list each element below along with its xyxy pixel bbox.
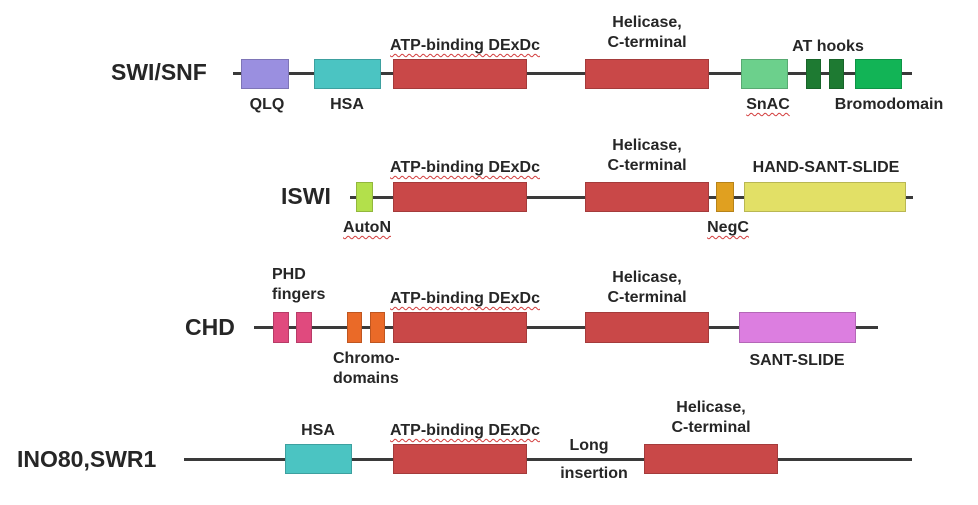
protein-backbone bbox=[254, 326, 878, 329]
helicase-label: Helicase, C-terminal bbox=[607, 269, 687, 306]
hand-sant-slide-domain bbox=[744, 182, 906, 212]
bromodomain-label: Bromodomain bbox=[834, 96, 944, 113]
long-insertion-label-1: Long bbox=[569, 437, 609, 454]
snac-domain bbox=[741, 59, 788, 89]
atp-binding-dexdc-domain bbox=[393, 59, 527, 89]
hsa-label: HSA bbox=[301, 422, 335, 439]
chromodomain-2 bbox=[370, 312, 385, 343]
helicase-c-terminal-domain bbox=[644, 444, 778, 474]
atp-binding-label: ATP-binding DExDc bbox=[390, 422, 540, 439]
auton-domain bbox=[356, 182, 373, 212]
hsa-domain bbox=[285, 444, 352, 474]
long-insertion-label-2: insertion bbox=[560, 465, 628, 482]
family-name: SWI/SNF bbox=[111, 59, 207, 85]
at-hooks-label: AT hooks bbox=[792, 38, 864, 55]
at-hook-1 bbox=[806, 59, 821, 89]
hsa-label: HSA bbox=[330, 96, 364, 113]
atp-binding-dexdc-domain bbox=[393, 182, 527, 212]
chromodomain-1 bbox=[347, 312, 362, 343]
helicase-c-terminal-domain bbox=[585, 182, 709, 212]
helicase-c-terminal-domain bbox=[585, 312, 709, 343]
sant-slide-label: SANT-SLIDE bbox=[749, 352, 845, 369]
helicase-label: Helicase, C-terminal bbox=[671, 399, 751, 436]
qlq-label: QLQ bbox=[249, 96, 285, 113]
chromodomains-label: Chromo- domains bbox=[333, 350, 400, 387]
at-hook-2 bbox=[829, 59, 844, 89]
protein-backbone bbox=[184, 458, 912, 461]
snac-label: SnAC bbox=[746, 96, 790, 113]
helicase-label: Helicase, C-terminal bbox=[607, 14, 687, 51]
negc-label: NegC bbox=[707, 219, 749, 236]
bromodomain bbox=[855, 59, 902, 89]
hsa-domain bbox=[314, 59, 381, 89]
family-name: ISWI bbox=[281, 183, 331, 209]
atp-binding-dexdc-domain bbox=[393, 312, 527, 343]
atp-binding-dexdc-domain bbox=[393, 444, 527, 474]
negc-domain bbox=[716, 182, 734, 212]
family-name: CHD bbox=[185, 314, 235, 340]
atp-binding-label: ATP-binding DExDc bbox=[390, 290, 540, 307]
auton-label: AutoN bbox=[343, 219, 391, 236]
helicase-c-terminal-domain bbox=[585, 59, 709, 89]
phd-fingers-label: PHD fingers bbox=[272, 266, 326, 303]
atp-binding-label: ATP-binding DExDc bbox=[390, 159, 540, 176]
family-name: INO80,SWR1 bbox=[17, 446, 157, 472]
sant-slide-domain bbox=[739, 312, 856, 343]
qlq-domain bbox=[241, 59, 289, 89]
phd-finger-2 bbox=[296, 312, 312, 343]
hand-sant-slide-label: HAND-SANT-SLIDE bbox=[752, 159, 900, 176]
atp-binding-label: ATP-binding DExDc bbox=[390, 37, 540, 54]
phd-finger-1 bbox=[273, 312, 289, 343]
protein-backbone bbox=[233, 72, 912, 75]
helicase-label: Helicase, C-terminal bbox=[607, 137, 687, 174]
